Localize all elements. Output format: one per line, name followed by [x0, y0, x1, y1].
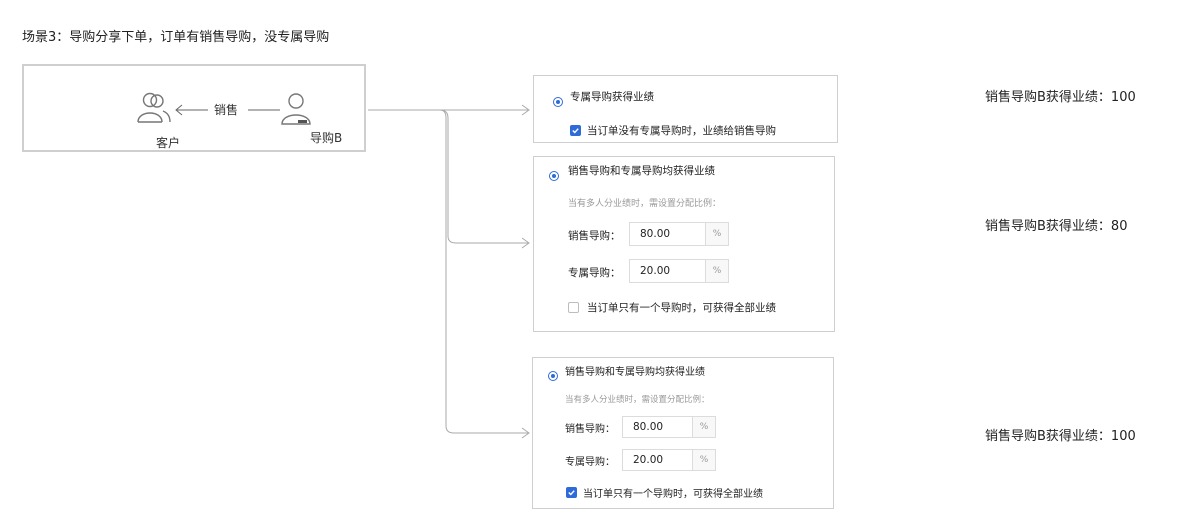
panel-3-hint: 当有多人分业绩时，需设置分配比例： — [565, 395, 710, 405]
panel-3-exclusive-unit: % — [693, 450, 715, 470]
panel-2-exclusive-unit: % — [706, 260, 728, 282]
customer-icon — [137, 92, 171, 123]
panel-2-sales-value: 80.00 — [630, 223, 706, 245]
arrowhead-1 — [521, 104, 530, 116]
sales-arrow-label: 销售 — [210, 101, 243, 118]
guide-label: 导购B — [310, 131, 343, 145]
guide-icon — [281, 93, 311, 125]
panel-3-sales-label: 销售导购： — [565, 424, 615, 435]
arrowhead-2 — [521, 237, 530, 249]
panel-3-sales-unit: % — [693, 417, 715, 437]
scene-box — [22, 64, 366, 152]
panel-1-checkbox-label: 当订单没有专属导购时，业绩给销售导购 — [587, 125, 776, 137]
panel-3-checkbox-label: 当订单只有一个导购时，可获得全部业绩 — [583, 489, 763, 500]
connector-to-panel-2 — [439, 109, 528, 244]
panel-1-radio-label: 专属导购获得业绩 — [570, 91, 654, 103]
panel-2-checkbox-label: 当订单只有一个导购时，可获得全部业绩 — [587, 302, 776, 314]
panel-3-sales-value: 80.00 — [623, 417, 693, 437]
check-icon — [572, 128, 579, 134]
arrowhead-3 — [521, 427, 530, 439]
panel-2-sales-unit: % — [706, 223, 728, 245]
panel-3-radio-label: 销售导购和专属导购均获得业绩 — [565, 367, 705, 378]
sales-arrow — [175, 104, 280, 116]
panel-1-radio[interactable] — [553, 97, 563, 107]
result-1: 销售导购B获得业绩：100 — [985, 90, 1136, 105]
panel-1-checkbox[interactable] — [570, 125, 581, 136]
panel-2-checkbox[interactable] — [568, 302, 579, 313]
panel-2-sales-label: 销售导购： — [568, 230, 621, 242]
panel-3-checkbox[interactable] — [566, 487, 577, 498]
panel-3-radio[interactable] — [548, 371, 558, 381]
panel-3-exclusive-value: 20.00 — [623, 450, 693, 470]
option-panel-3: 销售导购和专属导购均获得业绩 当有多人分业绩时，需设置分配比例： 销售导购： 8… — [532, 357, 834, 509]
option-panel-1: 专属导购获得业绩 当订单没有专属导购时，业绩给销售导购 — [533, 75, 838, 143]
customer-label: 客户 — [156, 136, 181, 150]
panel-2-radio-label: 销售导购和专属导购均获得业绩 — [568, 165, 715, 177]
panel-2-exclusive-label: 专属导购： — [568, 267, 621, 279]
panel-2-sales-input[interactable]: 80.00 % — [629, 222, 729, 246]
result-2: 销售导购B获得业绩：80 — [985, 219, 1128, 234]
panel-2-hint: 当有多人分业绩时，需设置分配比例： — [568, 199, 722, 209]
connector-to-panel-3 — [439, 109, 528, 434]
panel-3-exclusive-label: 专属导购： — [565, 457, 615, 468]
panel-3-exclusive-input[interactable]: 20.00 % — [622, 449, 716, 471]
result-3: 销售导购B获得业绩：100 — [985, 429, 1136, 444]
panel-3-sales-input[interactable]: 80.00 % — [622, 416, 716, 438]
page-title: 场景3：导购分享下单，订单有销售导购，没专属导购 — [22, 30, 330, 45]
option-panel-2: 销售导购和专属导购均获得业绩 当有多人分业绩时，需设置分配比例： 销售导购： 8… — [533, 156, 835, 332]
panel-2-radio[interactable] — [549, 171, 559, 181]
panel-2-exclusive-input[interactable]: 20.00 % — [629, 259, 729, 283]
check-icon — [568, 490, 575, 496]
panel-2-exclusive-value: 20.00 — [630, 260, 706, 282]
